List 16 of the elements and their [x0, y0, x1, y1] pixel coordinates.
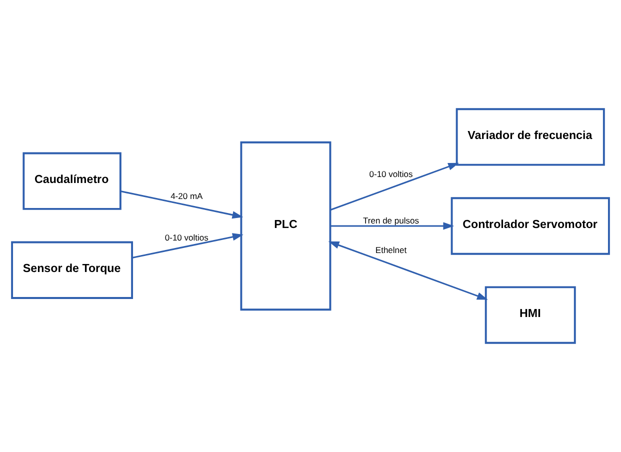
node-box: Variador de frecuencia [456, 108, 605, 166]
node-box: HMI [484, 286, 576, 344]
edge-label: Ethelnet [375, 244, 407, 255]
arrow [328, 241, 488, 300]
edge-label: 0-10 voltios [164, 232, 208, 243]
arrow [330, 222, 454, 230]
arrow [132, 233, 244, 259]
edge-label: Tren de pulsos [363, 216, 419, 226]
node-box: Caudalímetro [22, 152, 122, 210]
edge-label: 4-20 mA [170, 190, 203, 201]
node-box: Sensor de Torque [11, 241, 134, 299]
arrow [120, 190, 244, 219]
node-box: Controlador Servomotor [450, 197, 610, 255]
arrow [330, 162, 459, 211]
node-box: PLC [240, 141, 332, 311]
edge-label: 0-10 voltios [369, 169, 413, 180]
